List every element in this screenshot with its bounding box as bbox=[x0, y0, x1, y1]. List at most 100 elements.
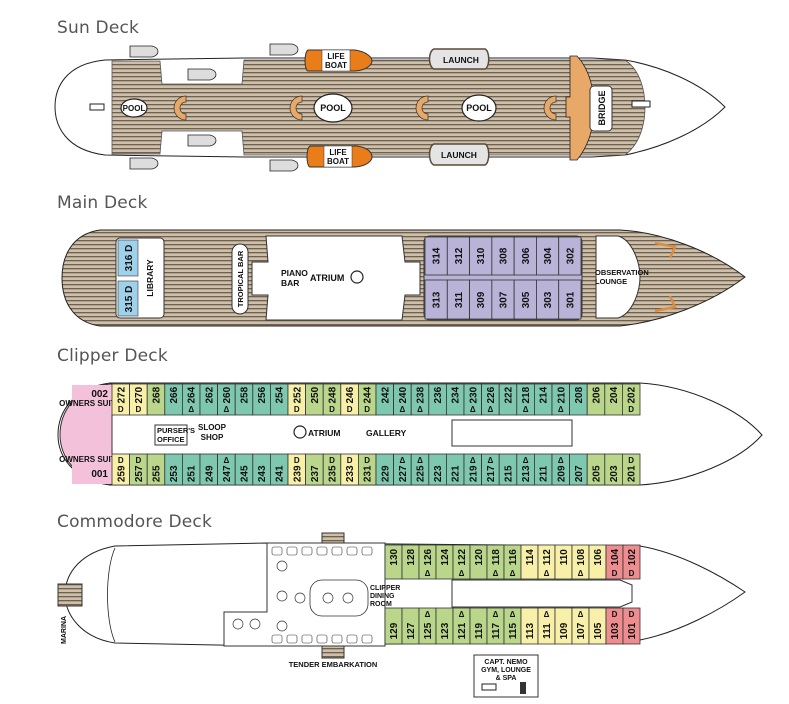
cabin-205[interactable]: 205 bbox=[586, 453, 606, 486]
cabin-113[interactable]: 113 bbox=[520, 607, 539, 645]
cabin-307[interactable]: 307 bbox=[491, 279, 515, 320]
cabin-201-box[interactable] bbox=[622, 453, 641, 486]
cabin-123[interactable]: 123 bbox=[435, 607, 454, 645]
cabin-242[interactable]: 242 bbox=[375, 383, 395, 416]
cabin-310[interactable]: 310 bbox=[469, 236, 493, 276]
cabin-130[interactable]: 130 bbox=[384, 544, 403, 580]
cabin-127[interactable]: 127 bbox=[401, 607, 420, 645]
cabin-313[interactable]: 313 bbox=[424, 279, 448, 320]
cabin-301-box[interactable] bbox=[558, 279, 582, 320]
cabin-302-box[interactable] bbox=[558, 236, 582, 276]
cabin-301[interactable]: 301 bbox=[558, 279, 582, 320]
cabin-306[interactable]: 306 bbox=[513, 236, 537, 276]
cabin-311[interactable]: 311 bbox=[446, 279, 470, 320]
cabin-214[interactable]: 214 bbox=[534, 383, 553, 416]
cabin-215[interactable]: 215 bbox=[498, 453, 518, 486]
cabin-207[interactable]: 207 bbox=[569, 453, 588, 486]
cabin-221[interactable]: 221 bbox=[445, 453, 465, 486]
cabin-211[interactable]: 211 bbox=[534, 453, 553, 486]
cabin-251[interactable]: 251 bbox=[181, 453, 201, 486]
cabin-245[interactable]: 245 bbox=[234, 453, 254, 486]
cabin-304[interactable]: 304 bbox=[536, 236, 560, 276]
cabin-129[interactable]: 129 bbox=[384, 607, 403, 645]
cabin-308[interactable]: 308 bbox=[491, 236, 515, 276]
cabin-105[interactable]: 105 bbox=[588, 607, 607, 645]
cabin-243[interactable]: 243 bbox=[252, 453, 271, 486]
cabin-110[interactable]: 110 bbox=[554, 544, 573, 580]
cabin-223[interactable]: 223 bbox=[428, 453, 447, 486]
cabin-309[interactable]: 309 bbox=[469, 279, 493, 320]
cabin-208[interactable]: 208 bbox=[569, 383, 588, 416]
cabin-237[interactable]: 237 bbox=[305, 453, 324, 486]
cabin-255[interactable]: 255 bbox=[146, 453, 166, 486]
cabin-124[interactable]: 124 bbox=[435, 544, 454, 580]
cabin-229[interactable]: 229 bbox=[375, 453, 395, 486]
cabin-262[interactable]: 262 bbox=[199, 383, 219, 416]
cabin-202-box[interactable] bbox=[622, 383, 641, 416]
cabin-302[interactable]: 302 bbox=[558, 236, 582, 276]
cabin-204[interactable]: 204 bbox=[604, 383, 623, 416]
cabin-256[interactable]: 256 bbox=[252, 383, 271, 416]
cabin-312[interactable]: 312 bbox=[446, 236, 470, 276]
cabin-314[interactable]: 314 bbox=[424, 236, 448, 276]
cabin-102-box[interactable] bbox=[622, 544, 641, 580]
cabin-106[interactable]: 106 bbox=[588, 544, 607, 580]
cabin-109[interactable]: 109 bbox=[554, 607, 573, 645]
cabin-203[interactable]: 203 bbox=[604, 453, 623, 486]
cabin-114[interactable]: 114 bbox=[520, 544, 539, 580]
cabin-253[interactable]: 253 bbox=[164, 453, 183, 486]
cabin-303[interactable]: 303 bbox=[536, 279, 560, 320]
cabin-128[interactable]: 128 bbox=[401, 544, 420, 580]
cabin-266[interactable]: 266 bbox=[164, 383, 183, 416]
cabin-249[interactable]: 249 bbox=[199, 453, 219, 486]
cabin-120[interactable]: 120 bbox=[469, 544, 488, 580]
cabin-119[interactable]: 119 bbox=[469, 607, 488, 645]
cabin-254[interactable]: 254 bbox=[269, 383, 289, 416]
cabin-234[interactable]: 234 bbox=[445, 383, 465, 416]
cabin-101-box[interactable] bbox=[622, 607, 641, 645]
